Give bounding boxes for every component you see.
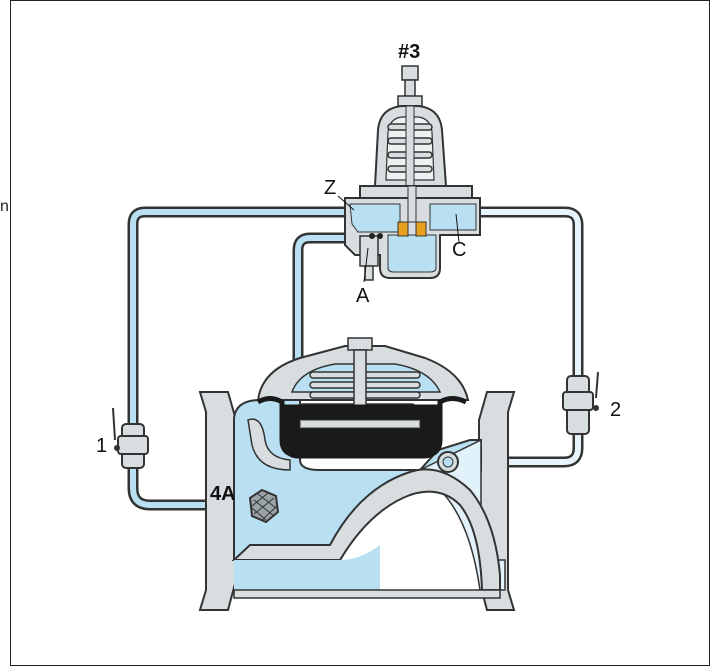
port-c-label: C [452, 239, 466, 261]
outlet-port [437, 451, 459, 473]
pilot-valve-label: #3 [398, 41, 420, 63]
pilot-valve-3 [344, 65, 481, 281]
cock-2-label: 2 [610, 399, 621, 421]
port-a-label: A [356, 285, 370, 307]
edge-text-fragment: n [0, 198, 9, 215]
control-tubing [127, 206, 584, 511]
callout-leaders [337, 195, 460, 283]
strainer-4a [248, 488, 280, 524]
diagram-frame [10, 0, 710, 666]
strainer-label: 4A [210, 483, 236, 505]
port-z-label: Z [324, 177, 336, 199]
cock-1-label: 1 [96, 435, 107, 457]
valve-bonnet [256, 337, 470, 459]
isolation-cock-1 [112, 407, 149, 469]
isolation-cock-2 [562, 371, 599, 435]
